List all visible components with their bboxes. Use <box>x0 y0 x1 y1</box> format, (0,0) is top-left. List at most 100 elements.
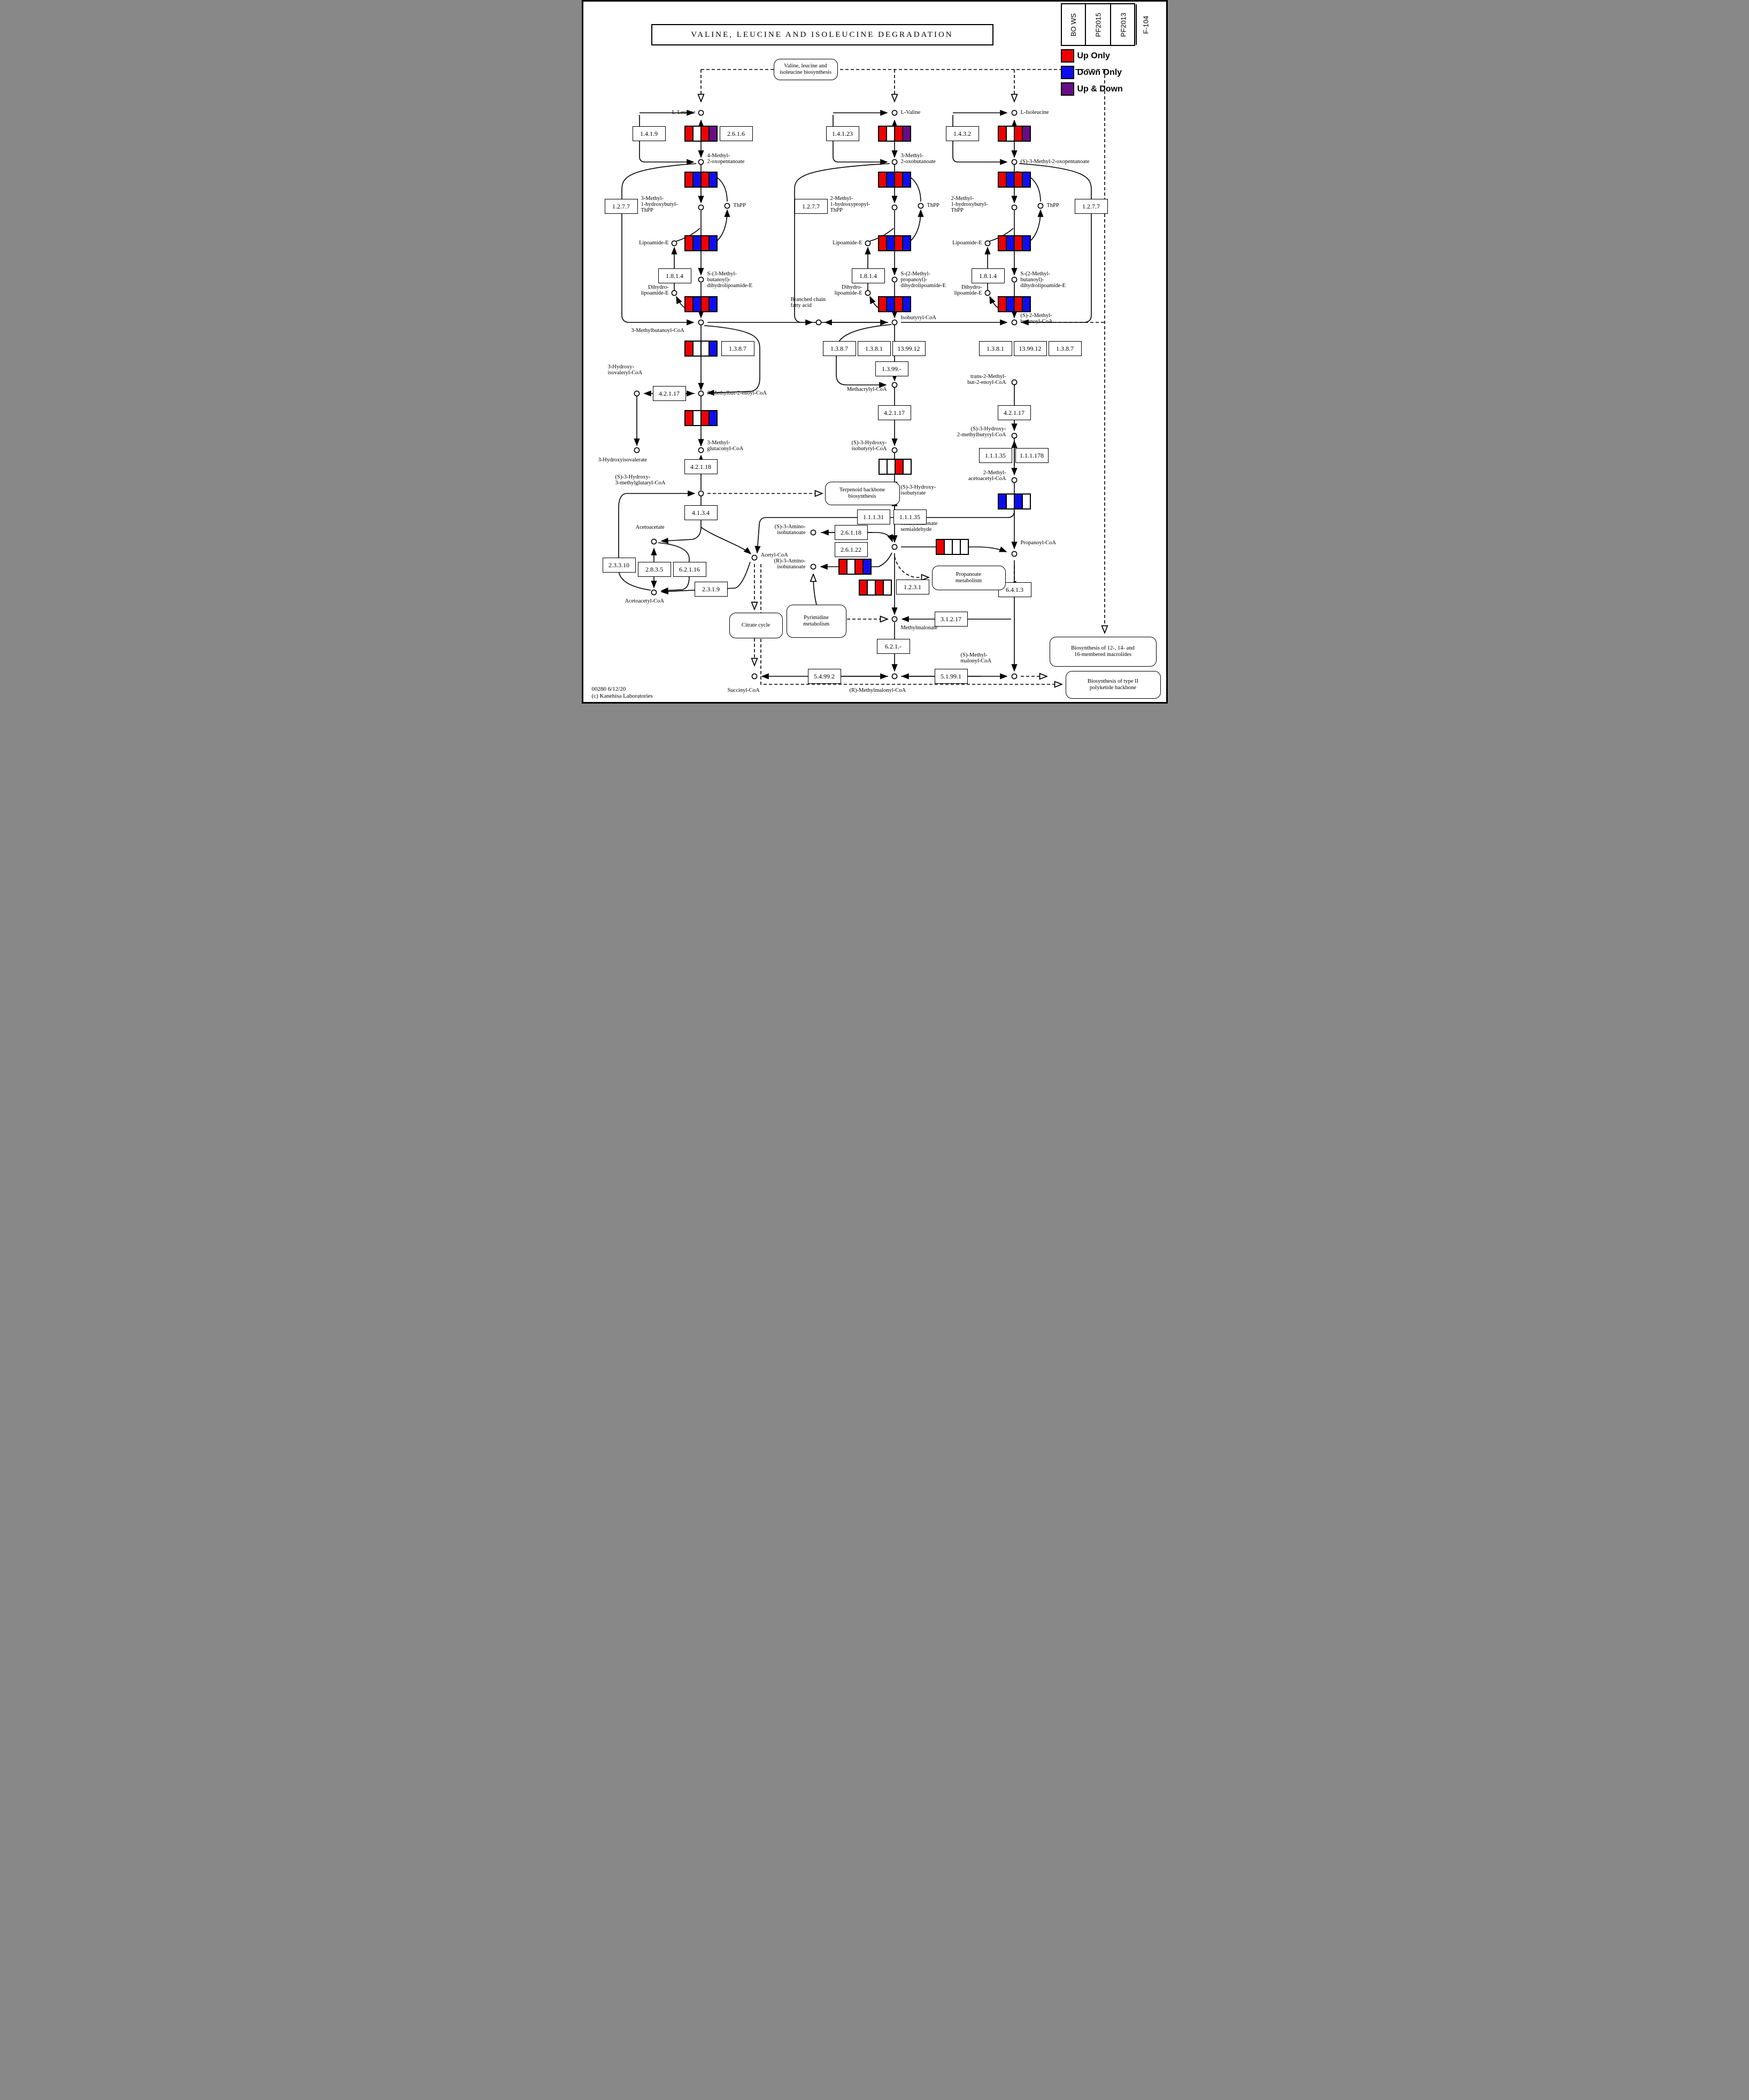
ec-box-4-2-1-17[interactable]: 4.2.1.17 <box>652 386 686 401</box>
label-line: 3-Methyl- <box>641 196 664 202</box>
indicator-cell-pf2013 <box>895 460 903 474</box>
ec-box-2-6-1-22[interactable]: 2.6.1.22 <box>834 542 868 557</box>
ec-box-2-6-1-6[interactable]: 2.6.1.6 <box>719 126 753 141</box>
ec-box-1-3-99[interactable]: 1.3.99.- <box>875 361 908 376</box>
ec-box-1-8-1-4[interactable]: 1.8.1.4 <box>851 268 885 283</box>
ec-box-1-1-1-35[interactable]: 1.1.1.35 <box>893 509 927 524</box>
ec-box-2-6-1-18[interactable]: 2.6.1.18 <box>834 525 868 540</box>
ec-box-6-2-1[interactable]: 6.2.1.- <box>876 639 910 654</box>
compound-node[interactable] <box>698 319 704 326</box>
compound-node[interactable] <box>891 204 897 211</box>
compound-node[interactable] <box>1011 204 1017 211</box>
compound-node[interactable] <box>671 290 677 296</box>
ec-box-13-99-12[interactable]: 13.99.12 <box>1013 341 1047 356</box>
compound-node[interactable] <box>698 276 704 283</box>
ec-box-4-2-1-17[interactable]: 4.2.1.17 <box>997 405 1031 420</box>
compound-node[interactable] <box>865 290 870 296</box>
ec-box-5-1-99-1[interactable]: 5.1.99.1 <box>934 669 968 684</box>
ec-box-1-4-1-9[interactable]: 1.4.1.9 <box>632 126 666 141</box>
legend-item-up-only: Up Only <box>1060 48 1123 64</box>
compound-node[interactable] <box>634 447 639 453</box>
ec-box-4-1-3-4[interactable]: 4.1.3.4 <box>684 505 718 520</box>
ec-box-1-4-3-2[interactable]: 1.4.3.2 <box>945 126 979 141</box>
compound-node[interactable] <box>891 616 897 622</box>
compound-node[interactable] <box>810 529 816 536</box>
compound-node[interactable] <box>1011 379 1017 385</box>
compound-node[interactable] <box>651 589 657 596</box>
ec-box-2-8-3-5[interactable]: 2.8.3.5 <box>637 562 671 577</box>
compound-node[interactable] <box>810 563 816 570</box>
compound-node[interactable] <box>1011 673 1017 680</box>
ec-box-1-8-1-4[interactable]: 1.8.1.4 <box>971 268 1005 283</box>
compound-node[interactable] <box>1011 319 1017 326</box>
compound-node[interactable] <box>671 240 677 246</box>
ec-box-3-1-2-17[interactable]: 3.1.2.17 <box>934 612 968 627</box>
ec-box-6-2-1-16[interactable]: 6.2.1.16 <box>673 562 706 577</box>
compound-node[interactable] <box>1011 551 1017 557</box>
indicator-cell-f-104 <box>960 540 968 554</box>
compound-node[interactable] <box>891 447 897 453</box>
compound-node[interactable] <box>891 673 897 680</box>
compound-node[interactable] <box>918 203 923 209</box>
ec-box-1-3-8-1[interactable]: 1.3.8.1 <box>978 341 1012 356</box>
compound-node[interactable] <box>815 319 821 326</box>
compound-node[interactable] <box>891 544 897 550</box>
compound-node[interactable] <box>751 673 757 680</box>
label-line: 1-hydroxybutyl- <box>951 202 988 207</box>
compound-node[interactable] <box>891 382 897 388</box>
compound-node[interactable] <box>1011 110 1017 116</box>
ec-box-5-4-99-2[interactable]: 5.4.99.2 <box>807 669 841 684</box>
compound-node[interactable] <box>724 203 730 209</box>
indicator-cell-pf2013 <box>701 342 708 356</box>
compound-node[interactable] <box>1011 477 1017 483</box>
ec-box-1-2-7-7[interactable]: 1.2.7.7 <box>604 199 638 214</box>
compound-node[interactable] <box>891 159 897 165</box>
compound-node[interactable] <box>1011 159 1017 165</box>
ec-box-13-99-12[interactable]: 13.99.12 <box>892 341 926 356</box>
compound-node[interactable] <box>891 110 897 116</box>
ec-box-1-3-8-1[interactable]: 1.3.8.1 <box>857 341 891 356</box>
ec-box-1-1-1-35[interactable]: 1.1.1.35 <box>978 448 1012 463</box>
ec-box-1-3-8-7[interactable]: 1.3.8.7 <box>721 341 754 356</box>
compound-node[interactable] <box>1011 433 1017 439</box>
compound-node[interactable] <box>891 276 897 283</box>
ec-box-1-2-7-7[interactable]: 1.2.7.7 <box>1074 199 1108 214</box>
compound-node[interactable] <box>634 390 639 397</box>
ec-box-4-2-1-18[interactable]: 4.2.1.18 <box>684 459 718 474</box>
ec-box-2-3-1-9[interactable]: 2.3.1.9 <box>694 582 728 597</box>
compound-node[interactable] <box>698 447 704 453</box>
compound-node[interactable] <box>698 204 704 211</box>
compound-node[interactable] <box>891 319 897 326</box>
compound-node[interactable] <box>751 554 757 561</box>
compound-node[interactable] <box>698 159 704 165</box>
ec-box-1-4-1-23[interactable]: 1.4.1.23 <box>826 126 859 141</box>
ec-box-1-2-3-1[interactable]: 1.2.3.1 <box>896 580 929 595</box>
ec-box-1-2-7-7[interactable]: 1.2.7.7 <box>794 199 828 214</box>
ec-box-1-3-8-7[interactable]: 1.3.8.7 <box>1048 341 1082 356</box>
compound-node[interactable] <box>698 490 704 497</box>
compound-node[interactable] <box>1037 203 1043 209</box>
compound-node[interactable] <box>698 390 704 397</box>
ec-box-1-1-1-31[interactable]: 1.1.1.31 <box>857 509 890 524</box>
indicator-cell-f-104 <box>903 127 910 141</box>
ec-box-2-3-3-10[interactable]: 2.3.3.10 <box>602 558 636 573</box>
compound-node[interactable] <box>984 290 990 296</box>
ec-box-4-2-1-17[interactable]: 4.2.1.17 <box>877 405 911 420</box>
compound-node[interactable] <box>698 110 704 116</box>
label-thpp: ThPP <box>734 203 746 209</box>
indicator-cell-pf2015 <box>1006 173 1014 187</box>
compound-node[interactable] <box>651 538 657 545</box>
compound-node[interactable] <box>984 240 990 246</box>
ec-box-1-3-8-7[interactable]: 1.3.8.7 <box>822 341 856 356</box>
compound-node[interactable] <box>865 240 870 246</box>
compound-node[interactable] <box>1011 276 1017 283</box>
ec-box-1-8-1-4[interactable]: 1.8.1.4 <box>658 268 691 283</box>
pathway-link-citrate-cycle[interactable]: Citrate cycle <box>729 613 783 638</box>
ec-box-1-1-1-178[interactable]: 1.1.1.178 <box>1015 448 1049 463</box>
